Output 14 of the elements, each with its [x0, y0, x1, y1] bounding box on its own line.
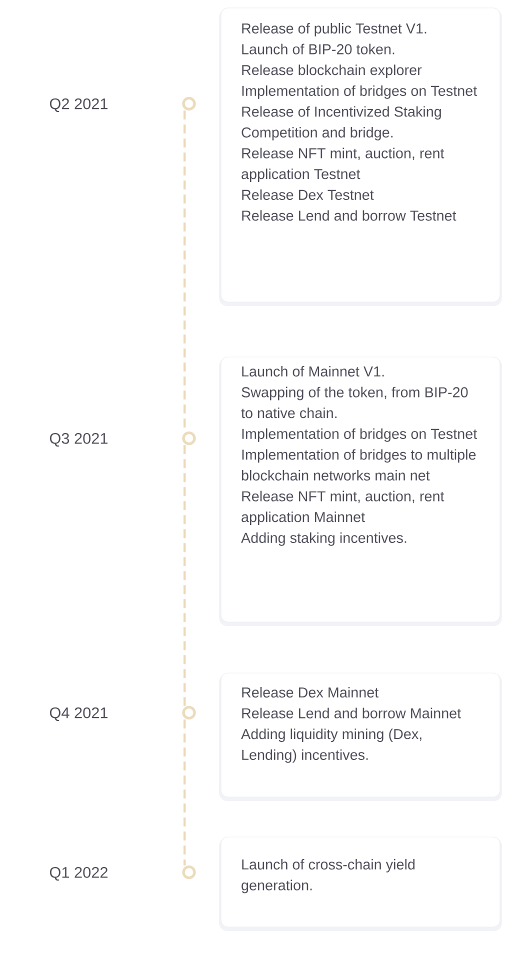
roadmap-card: Launch of Mainnet V1. Swapping of the token, from BIP-20 to native chain. Implementation of bridges on Testnet Implementation of bridges to multiple blockchain networks main net Release NFT mint, auction, rent application Mainnet Adding staking incentives. [219, 356, 502, 626]
quarter-label: Q2 2021 [50, 98, 108, 112]
roadmap-card: Release Dex Mainnet Release Lend and borrow Mainnet Adding liquidity mining (Dex, Lending) incentives. [219, 672, 502, 801]
roadmap-card: Launch of cross-chain yield generation. [219, 836, 502, 931]
timeline-line [184, 445, 186, 706]
quarter-label: Q4 2021 [50, 707, 108, 722]
timeline-marker [182, 96, 196, 111]
quarter-label: Q1 2022 [50, 866, 108, 881]
timeline-marker [182, 431, 196, 446]
timeline-marker [182, 706, 196, 720]
timeline-line [184, 720, 186, 866]
roadmap-card: Release of public Testnet V1. Launch of BIP-20 token. Release blockchain explorer Implementation of bridges on Testnet Release of Incentivized Staking Competition and bridge. Release NFT mint, auction, rent application Testnet Release Dex Testnet Release Lend and borrow Testnet [219, 8, 502, 306]
quarter-label: Q3 2021 [50, 432, 108, 447]
timeline-marker [182, 865, 196, 880]
